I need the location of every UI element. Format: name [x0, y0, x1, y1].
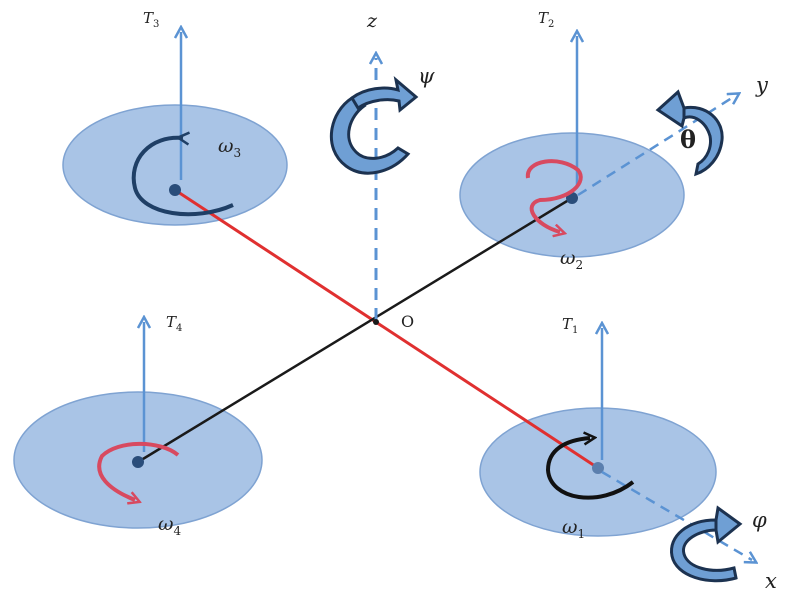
omega-label-2-sub: 2	[576, 258, 584, 272]
omega-label-1-symbol: ω	[562, 516, 578, 538]
thrust-label-4-symbol: T	[166, 313, 177, 331]
yaw-rotation-arrow	[329, 76, 419, 175]
rotor-disc-3	[62, 104, 288, 226]
spin-arrow-1	[545, 438, 635, 500]
origin-label: O	[401, 312, 414, 331]
origin-point	[373, 319, 379, 325]
roll-rotation-arrow	[670, 505, 743, 583]
arm-black	[137, 196, 573, 464]
thrust-label-1-symbol: T	[562, 315, 573, 333]
omega-label-3-symbol: ω	[218, 135, 234, 157]
yaw-label: ψ	[418, 64, 435, 88]
omega-label-4: ω4	[158, 513, 182, 538]
thrust-label-2: T2	[538, 9, 554, 30]
omega-label-2: ω2	[560, 247, 583, 272]
pitch-rotation-arrow	[655, 89, 724, 177]
omega-label-1: ω1	[562, 516, 585, 541]
arm-red	[174, 188, 599, 470]
x-axis	[601, 470, 752, 560]
rotor-hub-4	[132, 456, 144, 468]
rotor-hub-3	[169, 184, 181, 196]
spin-arrow-4	[97, 441, 180, 500]
thrust-label-3-sub: 3	[153, 19, 159, 30]
omega-label-3: ω3	[218, 135, 241, 160]
thrust-label-4: T4	[166, 313, 182, 334]
pitch-label: θ	[680, 125, 696, 154]
y-axis-label: y	[755, 73, 769, 97]
thrust-label-2-sub: 2	[548, 19, 554, 30]
thrust-label-1-sub: 1	[572, 325, 578, 336]
thrust-label-1: T1	[562, 315, 578, 336]
spin-arrow-2	[525, 159, 583, 232]
omega-label-2-symbol: ω	[560, 247, 576, 269]
omega-label-1-sub: 1	[578, 527, 586, 541]
x-axis-label: x	[765, 569, 777, 593]
spin-arrow-3	[131, 138, 234, 217]
thrust-label-4-sub: 4	[176, 323, 182, 334]
z-axis-label: z	[366, 10, 378, 32]
omega-label-3-sub: 3	[234, 146, 242, 160]
thrust-label-3-symbol: T	[143, 9, 154, 27]
thrust-label-3: T3	[143, 9, 159, 30]
thrust-label-2-symbol: T	[538, 9, 549, 27]
rotor-hub-1	[592, 462, 604, 474]
omega-label-4-sub: 4	[174, 524, 182, 538]
roll-label: φ	[752, 508, 767, 532]
omega-label-4-symbol: ω	[158, 513, 174, 535]
